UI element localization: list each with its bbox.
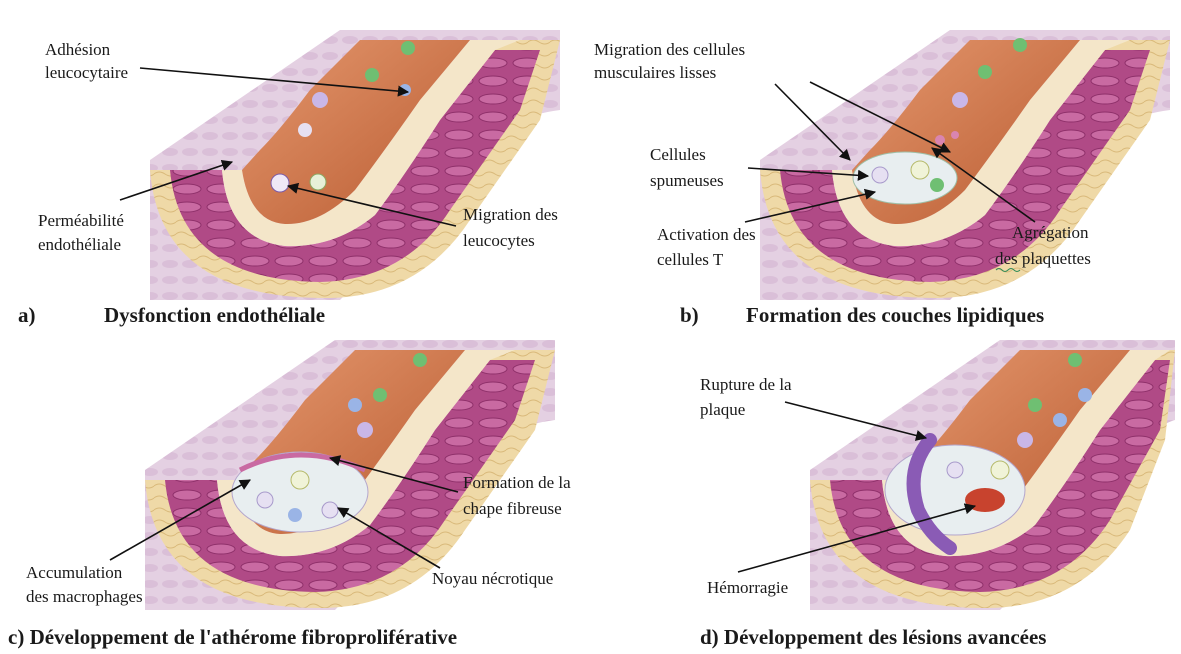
label-hemorragie-line1: Hémorragie (707, 578, 788, 597)
panel-b-caption: Formation des couches lipidiques (746, 303, 1044, 327)
label-agregation-line1: Agrégation (1012, 223, 1089, 242)
label-rupture-line1: Rupture de la (700, 375, 792, 394)
label-chape-line2: chape fibreuse (463, 499, 562, 518)
label-chape-line1: Formation de la (463, 473, 571, 492)
vessel-illustration-a (150, 30, 560, 300)
vessel-illustration-b (760, 30, 1170, 300)
label-accumulation-line2: des macrophages (26, 587, 143, 606)
label-activation-line1: Activation des (657, 225, 756, 244)
label-rupture-line2: plaque (700, 400, 745, 419)
label-accumulation-line1: Accumulation (26, 563, 123, 582)
label-spumeuses-line1: Cellules (650, 145, 706, 164)
label-permeabilite-line1: Perméabilité (38, 211, 124, 230)
label-permeabilite-line2: endothéliale (38, 235, 121, 254)
panel-c: Formation de la chape fibreuse Accumulat… (8, 340, 571, 649)
label-muscle-line2: musculaires lisses (594, 63, 716, 82)
label-rupture: Rupture de la plaque (700, 375, 926, 438)
label-noyau-line1: Noyau nécrotique (432, 569, 553, 588)
panel-d: Rupture de la plaque Hémorragie d) Dével… (700, 340, 1175, 649)
panel-a-caption: Dysfonction endothéliale (104, 303, 325, 327)
panel-d-caption: d) Développement des lésions avancées (700, 625, 1046, 649)
label-migration-line2: leucocytes (463, 231, 535, 250)
label-adhesion-line1: Adhésion (45, 40, 111, 59)
label-activation-line2: cellules T (657, 250, 724, 269)
label-muscle-line1: Migration des cellules (594, 40, 745, 59)
panel-a-letter: a) (18, 303, 36, 327)
panel-b-letter: b) (680, 303, 699, 327)
panel-b: Migration des cellules musculaires lisse… (594, 30, 1170, 327)
label-spumeuses-line2: spumeuses (650, 171, 724, 190)
panel-c-caption: c) Développement de l'athérome fibroprol… (8, 625, 457, 649)
panel-a: Adhésion leucocytaire Perméabilité endot… (18, 30, 560, 327)
label-adhesion-line2: leucocytaire (45, 63, 128, 82)
label-agregation-line2: des plaquettes (995, 249, 1091, 268)
vessel-illustration-d (810, 340, 1175, 610)
label-migration-line1: Migration des (463, 205, 558, 224)
